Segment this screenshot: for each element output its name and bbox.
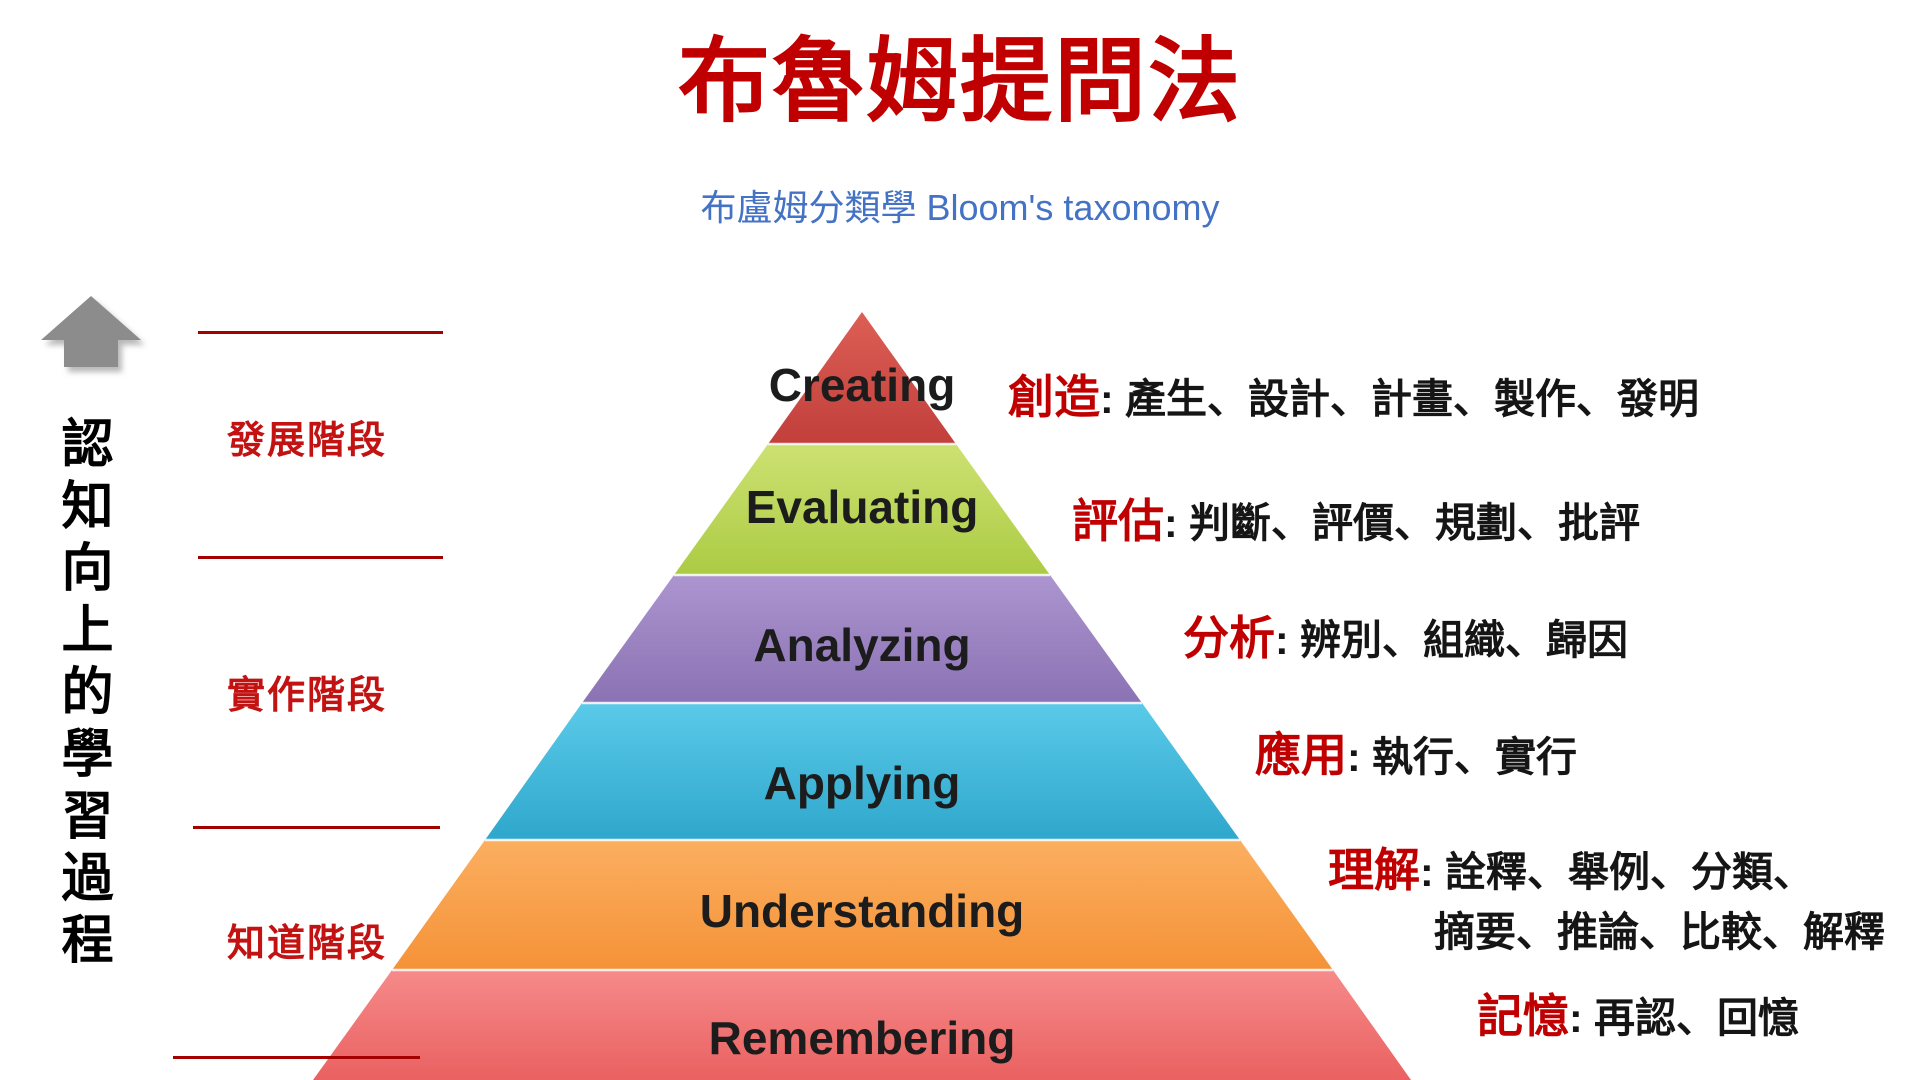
stage-divider-line-bottom [173,1056,420,1059]
pyramid-label-evaluating: Evaluating [746,481,979,533]
note-term: 理解 [1328,844,1420,896]
note-desc: 摘要、推論、比較、解釋 [1434,909,1885,955]
note-desc: : 執行、實行 [1347,734,1578,780]
stage-label-knowing: 知道階段 [227,923,388,965]
note-desc: : 辨別、組織、歸因 [1275,617,1629,663]
stage-label-development: 發展階段 [227,420,388,462]
note-term: 評估 [1072,495,1164,547]
note-term: 創造 [1008,371,1100,423]
pyramid-label-applying: Applying [764,757,961,809]
page-subtitle: 布盧姆分類學 Bloom's taxonomy [700,187,1220,228]
pyramid-level-understanding [392,840,1333,970]
level-note-applying: 應用: 執行、實行 [1255,729,1577,793]
level-note-understanding: 理解: 詮釋、舉例、分類、 [1328,844,1814,908]
level-note-understanding-line2: 摘要、推論、比較、解釋 [1434,906,1885,968]
pyramid-level-analyzing [582,575,1142,703]
level-note-analyzing: 分析: 辨別、組織、歸因 [1183,612,1628,676]
level-note-remembering: 記憶: 再認、回憶 [1477,990,1799,1054]
page-title: 布魯姆提問法 [677,31,1242,133]
pyramid-label-creating: Creating [769,359,956,411]
stage-divider-line-upper-middle [198,556,443,559]
note-term: 記憶 [1477,990,1569,1042]
note-desc: : 再認、回憶 [1569,995,1800,1041]
pyramid-label-analyzing: Analyzing [753,619,970,671]
stage-label-practice: 實作階段 [227,675,388,717]
pyramid-level-evaluating [674,444,1050,575]
note-term: 分析 [1183,612,1275,664]
pyramid-level-remembering [313,970,1411,1080]
level-note-evaluating: 評估: 判斷、評價、規劃、批評 [1072,495,1640,559]
pyramid-level-applying [485,703,1240,840]
note-desc: : 詮釋、舉例、分類、 [1420,849,1815,895]
note-desc: : 判斷、評價、規劃、批評 [1164,500,1641,546]
stage-divider-line-lower-middle [193,826,440,829]
up-arrow-icon [41,296,141,367]
cognitive-process-vertical-label: 認知向上的學習過程 [53,416,111,974]
pyramid-label-understanding: Understanding [700,885,1025,937]
level-note-creating: 創造: 產生、設計、計畫、製作、發明 [1008,371,1699,435]
note-term: 應用 [1255,729,1347,781]
stage-divider-line-top [198,331,443,334]
note-desc: : 產生、設計、計畫、製作、發明 [1100,376,1700,422]
pyramid-level-creating [768,312,956,444]
pyramid-label-remembering: Remembering [709,1012,1016,1064]
